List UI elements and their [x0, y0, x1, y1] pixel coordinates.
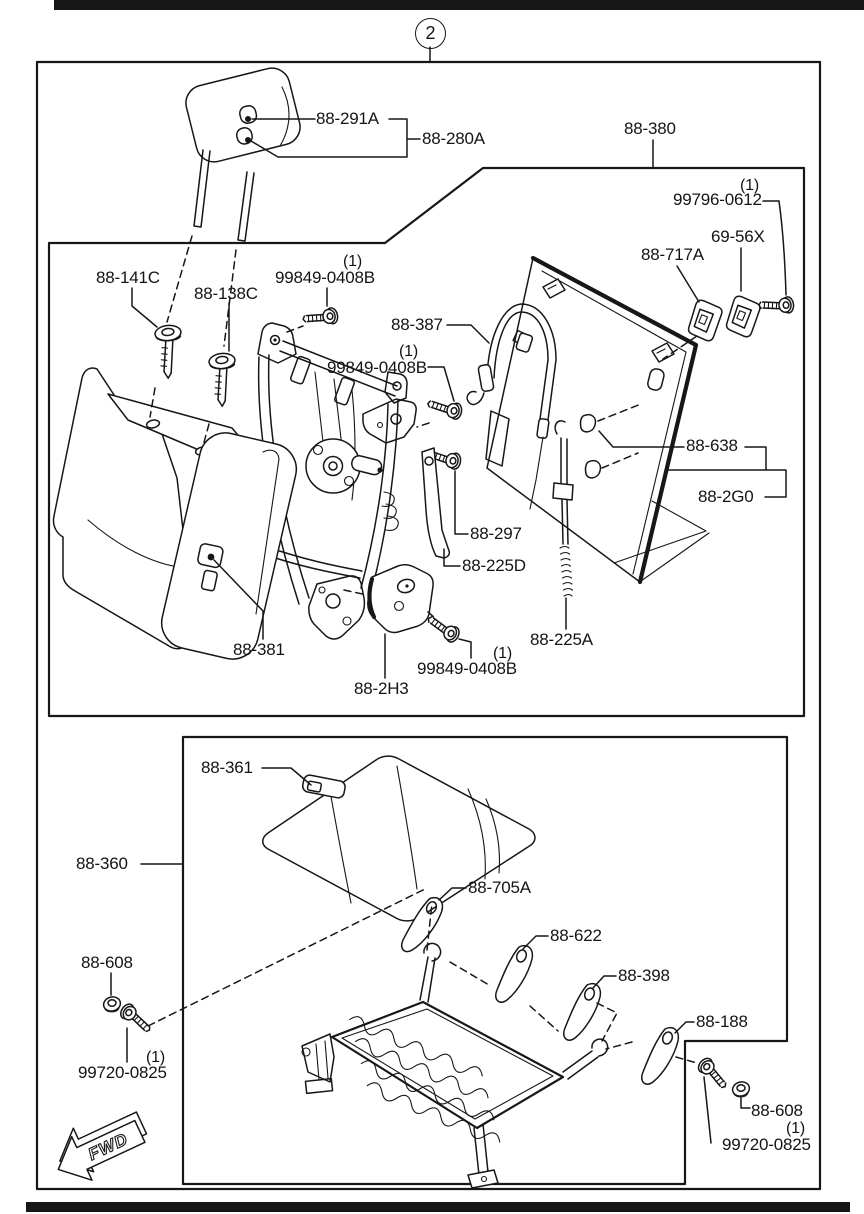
figure-number-callout: 2: [415, 18, 446, 49]
part-label-88-622: 88-622: [550, 926, 602, 945]
callout-leader-lines: [110, 116, 787, 1144]
part-label-88-638: 88-638: [686, 436, 738, 455]
hinge-cover-88-622-drawing: [494, 944, 534, 1003]
bolt-99720-left-drawing: [117, 1000, 157, 1036]
qty-label-99849-2: (1): [399, 343, 418, 360]
part-label-88-608-left: 88-608: [81, 953, 133, 972]
release-cable-drawing: [466, 303, 557, 510]
coil-spring-drawing: [381, 491, 399, 531]
part-label-88-291A: 88-291A: [316, 109, 379, 128]
part-label-99849-0408B-3: 99849-0408B: [417, 659, 517, 678]
part-label-88-398: 88-398: [618, 966, 670, 985]
part-label-88-297: 88-297: [470, 524, 522, 543]
hinge-cover-88-188-drawing: [640, 1026, 680, 1085]
part-label-88-360: 88-360: [76, 854, 128, 873]
headrest-drawing: [185, 67, 301, 242]
part-label-99720-0825-left: 99720-0825: [78, 1063, 167, 1082]
bolt-99849-3-drawing: [422, 613, 463, 645]
part-label-99849-0408B-1: 99849-0408B: [275, 268, 375, 287]
screw-88-141c-drawing: [153, 323, 187, 380]
retainer-69-56x-drawing: [724, 294, 763, 340]
part-label-88-141C: 88-141C: [96, 268, 160, 287]
part-label-88-705A: 88-705A: [468, 878, 531, 897]
part-label-88-608-right: 88-608: [751, 1101, 803, 1120]
recliner-mechanism-drawing: [305, 438, 383, 494]
bolt-99796-drawing: [757, 295, 796, 317]
qty-label-99849-1: (1): [343, 253, 362, 270]
hinge-cover-88-398-drawing: [562, 982, 602, 1041]
part-label-99720-0825-right: 99720-0825: [722, 1135, 811, 1154]
nut-88-608-left-drawing: [102, 996, 122, 1013]
part-label-69-56X: 69-56X: [711, 227, 765, 246]
screw-88-138c-drawing: [207, 351, 241, 408]
part-label-88-381: 88-381: [233, 640, 285, 659]
seat-springs-drawing: [346, 1013, 503, 1148]
part-label-88-380: 88-380: [624, 119, 676, 138]
qty-label-99720-right: (1): [786, 1120, 805, 1137]
bolt-99849-1-drawing: [301, 306, 340, 331]
part-label-88-717A: 88-717A: [641, 245, 704, 264]
seat-back-cushion-drawing: [52, 367, 298, 660]
side-cover-88-2h3-drawing: [367, 563, 434, 634]
striker-rod-drawing: [552, 420, 574, 597]
page-borders: [26, 0, 864, 1212]
seat-back-board-drawing: [485, 255, 710, 585]
fwd-direction-arrow: FWD: [57, 1111, 148, 1181]
part-label-99796-0612: 99796-0612: [673, 190, 762, 209]
seat-back-sub-box: [47, 166, 806, 718]
part-label-88-2H3: 88-2H3: [354, 679, 409, 698]
part-label-88-225D: 88-225D: [462, 556, 526, 575]
bolt-99720-right-drawing: [695, 1054, 733, 1092]
retainer-88-717a-drawing: [686, 298, 725, 344]
part-label-99849-0408B-2: 99849-0408B: [327, 358, 427, 377]
part-label-88-280A: 88-280A: [422, 129, 485, 148]
part-label-88-2G0: 88-2G0: [698, 487, 754, 506]
part-label-88-188: 88-188: [696, 1012, 748, 1031]
seat-cushion-drawing: [262, 755, 536, 922]
seat-frame-drawing: [301, 942, 609, 1189]
assembly-dashed-lines: [147, 235, 698, 1064]
qty-label-99720-left: (1): [146, 1049, 165, 1066]
latch-knob-88-381-drawing: [197, 543, 224, 592]
clip-88-638-drawing: [579, 413, 597, 433]
part-label-88-138C: 88-138C: [194, 284, 258, 303]
part-label-88-361: 88-361: [201, 758, 253, 777]
bolt-99849-2-drawing: [425, 397, 464, 421]
qty-label-99849-3: (1): [493, 645, 512, 662]
seat-cushion-sub-box: [181, 735, 789, 1186]
strap-88-361-drawing: [301, 774, 346, 799]
lower-fasteners: [102, 894, 751, 1098]
part-label-88-225A: 88-225A: [530, 630, 593, 649]
qty-label-99796-0612: (1): [740, 177, 759, 194]
part-label-88-387: 88-387: [391, 315, 443, 334]
